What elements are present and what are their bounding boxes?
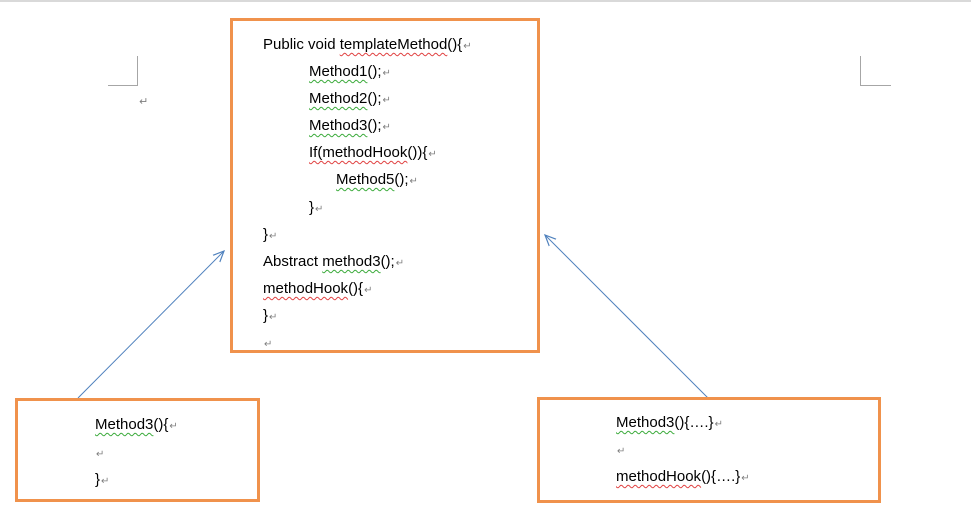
- code-line-10: methodHook(){↵: [263, 280, 373, 297]
- code-line-8: }↵: [263, 226, 278, 243]
- code-line-3: Method2();↵: [309, 90, 391, 107]
- right-code-line-1: Method3(){….}↵: [616, 414, 723, 431]
- left-code-line-3: }↵: [95, 471, 110, 488]
- right-code-line-2: ↵: [617, 446, 626, 457]
- code-line-2: Method1();↵: [309, 63, 391, 80]
- code-line-6: Method5();↵: [336, 171, 418, 188]
- template-class-box: Public void templateMethod(){↵ Method1()…: [230, 18, 540, 353]
- arrow-left-to-main: [77, 251, 224, 399]
- subclass-box-right: Method3(){….}↵ ↵ methodHook(){….}↵: [537, 397, 881, 503]
- page-margin-corner-right: [860, 56, 891, 86]
- left-code-line-1: Method3(){↵: [95, 416, 178, 433]
- arrow-right-to-main: [545, 235, 709, 399]
- code-line-7: }↵: [309, 199, 324, 216]
- top-border-line: [0, 0, 971, 2]
- code-line-4: Method3();↵: [309, 117, 391, 134]
- subclass-box-left: Method3(){↵ ↵ }↵: [15, 398, 260, 502]
- code-line-12: ↵: [264, 339, 273, 350]
- left-code-line-2: ↵: [96, 449, 105, 460]
- code-line-1: Public void templateMethod(){↵: [263, 36, 472, 53]
- right-code-line-3: methodHook(){….}↵: [616, 468, 750, 485]
- code-line-11: }↵: [263, 307, 278, 324]
- code-line-5: If(methodHook()){↵: [309, 144, 437, 161]
- page-margin-corner-left: [108, 56, 138, 86]
- paragraph-mark: ↵: [139, 96, 149, 108]
- code-line-9: Abstract method3();↵: [263, 253, 405, 270]
